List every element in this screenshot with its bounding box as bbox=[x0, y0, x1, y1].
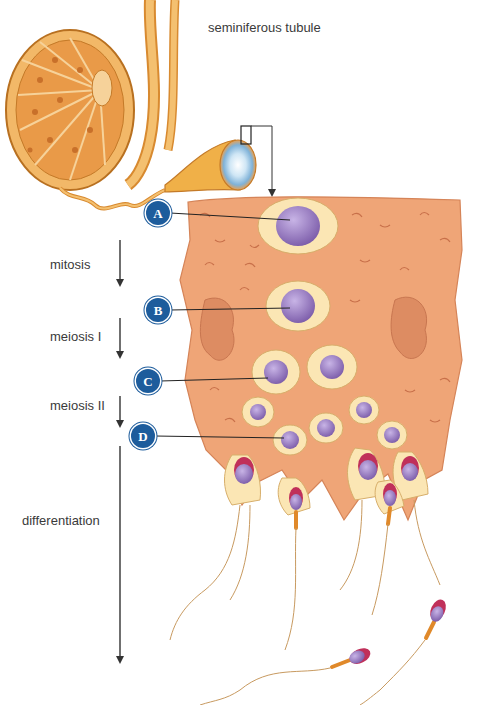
stage-label: meiosis I bbox=[50, 329, 101, 344]
leader-lines bbox=[155, 213, 290, 438]
tubule-wall-tissue bbox=[180, 197, 462, 520]
spermatids bbox=[170, 448, 449, 705]
testis bbox=[6, 0, 175, 209]
callout-letter: B bbox=[154, 304, 163, 317]
stage-label: meiosis II bbox=[50, 398, 105, 413]
callout-badge: C bbox=[136, 369, 160, 393]
callout-letter: A bbox=[153, 207, 162, 220]
stage-label: mitosis bbox=[50, 257, 90, 272]
stage-arrows bbox=[119, 240, 120, 660]
callout-letter: C bbox=[143, 375, 152, 388]
callout-badge: A bbox=[146, 201, 170, 225]
structure-label: seminiferous tubule bbox=[208, 20, 321, 35]
stage-label: differentiation bbox=[22, 513, 100, 528]
tubule-segment bbox=[165, 126, 272, 193]
callout-letter: D bbox=[138, 430, 147, 443]
callout-badge: B bbox=[146, 298, 170, 322]
germ-cells bbox=[242, 198, 407, 455]
callout-badge: D bbox=[131, 424, 155, 448]
